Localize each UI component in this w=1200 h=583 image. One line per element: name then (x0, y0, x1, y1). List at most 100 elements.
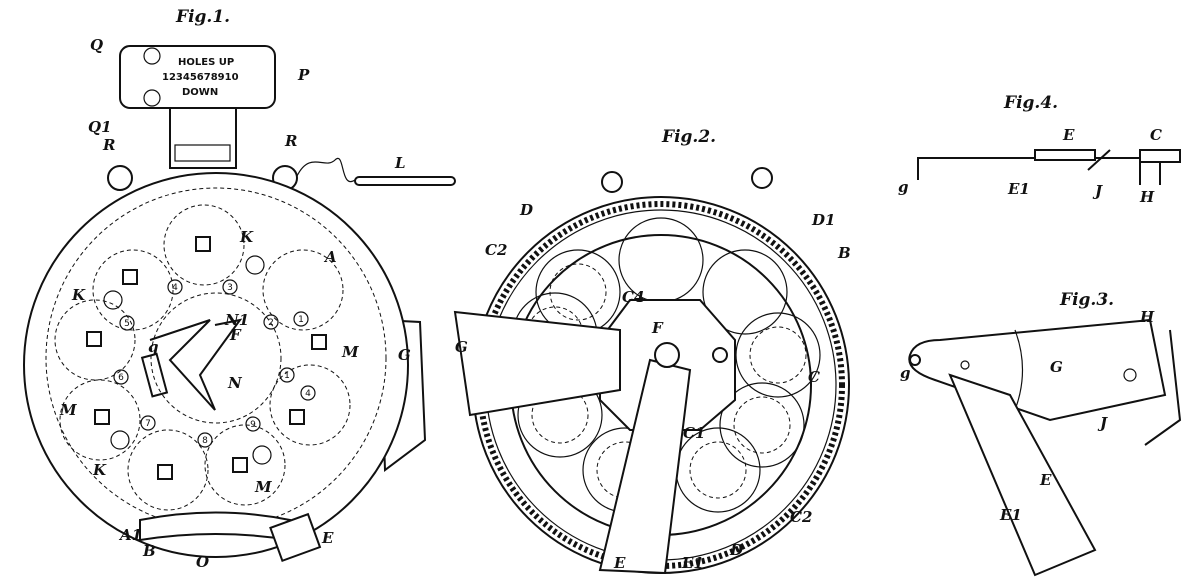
fig4-title: Fig.4. (1003, 93, 1058, 113)
part-label: 3 (227, 283, 233, 293)
part-label: K (92, 461, 107, 479)
part-label: H (1139, 188, 1155, 206)
part-label: R (102, 136, 115, 154)
part-label: J (1092, 182, 1103, 200)
lever-g (453, 310, 621, 417)
part-label: 6 (118, 373, 124, 383)
bar (917, 157, 1170, 180)
part-label: M (59, 401, 77, 419)
spring-coil (1123, 368, 1137, 382)
part-label: R (284, 132, 297, 150)
part-label: O (196, 553, 209, 571)
counter-window (143, 47, 161, 65)
part-label: 8 (202, 436, 208, 446)
pin (712, 347, 728, 363)
part-label: N1 (224, 311, 249, 329)
part-label: Q1 (88, 118, 112, 136)
fig4-labels: E C g E1 J H (898, 126, 1162, 206)
part-label: M (341, 343, 359, 361)
part-label: H (1139, 308, 1155, 326)
part-label: F (651, 319, 664, 337)
part-label: D (729, 541, 743, 559)
figure-4: Fig.4. E C g E1 J H (898, 93, 1181, 206)
part-label: 1 (284, 371, 290, 381)
part-label: 4 (172, 283, 178, 293)
part-label: E1 (1007, 180, 1030, 198)
part-label: F (229, 326, 242, 344)
slide-e (1034, 149, 1096, 161)
block-c (1139, 149, 1181, 163)
fig1-title: Fig.1. (175, 7, 230, 27)
part-label: C (1150, 126, 1162, 144)
counter-window (143, 89, 161, 107)
fig2-labels: D D1 B C2 C4 F G C C1 C2 D E E1 (455, 201, 851, 572)
part-label: M (254, 478, 272, 496)
cord (296, 157, 356, 183)
pivot-g (909, 354, 921, 366)
lever-edge (1014, 329, 1024, 411)
part-label: 1 (298, 315, 304, 325)
part-label: Q (90, 36, 103, 54)
spring-n (149, 318, 243, 411)
lever-e (948, 373, 1097, 577)
part-label: 7 (145, 419, 151, 429)
part-label: C2 (485, 241, 507, 259)
figure-3: Fig.3. H G g J E E1 (900, 290, 1182, 577)
part-label: E (613, 554, 626, 572)
spring-j (1087, 149, 1161, 185)
counter-line: DOWN (182, 87, 218, 98)
latch (140, 352, 169, 398)
part-label: G (398, 346, 411, 364)
center-dashed-circle (150, 292, 282, 424)
part-label: J (1097, 414, 1108, 432)
part-label: E1 (681, 554, 704, 572)
ring (751, 167, 773, 189)
part-label: C2 (790, 508, 812, 526)
counter-line: HOLES UP (178, 57, 234, 68)
lever-g (908, 318, 1167, 422)
part-label: g (900, 364, 911, 382)
part-label: L (394, 154, 406, 172)
part-label: D1 (811, 211, 835, 229)
part-label: 2 (268, 318, 274, 328)
part-label: g (898, 178, 909, 196)
ring (107, 165, 133, 191)
counter-line: 12345678910 (162, 72, 239, 83)
part-label: 9 (250, 420, 256, 430)
spring (174, 144, 231, 162)
part-label: B (837, 244, 851, 262)
fig1-labels: Q Q1 P R R L A K K K M M M N N1 F q G A1… (59, 36, 411, 571)
part-label: E (1039, 471, 1052, 489)
part-label: E (321, 529, 334, 547)
part-label: A1 (118, 526, 142, 544)
counter-stem (169, 107, 237, 169)
pivot (960, 360, 970, 370)
figure-1: Fig.1. HOLES UP 12345678910 DOWN 4 3 5 2… (23, 7, 456, 571)
part-label: N (227, 374, 243, 392)
part-label: P (297, 66, 310, 84)
part-label: C1 (683, 424, 705, 442)
fig2-title: Fig.2. (661, 127, 716, 147)
part-label: K (71, 286, 86, 304)
part-label: 4 (305, 389, 311, 399)
part-label: q (148, 338, 159, 356)
part-label: C4 (622, 288, 644, 306)
key-l (354, 176, 456, 186)
part-label: D (519, 201, 533, 219)
fig3-labels: H G g J E E1 (900, 308, 1155, 524)
hook (1144, 329, 1182, 446)
part-label: G (1050, 358, 1063, 376)
fig3-title: Fig.3. (1059, 290, 1114, 310)
part-label: B (142, 542, 156, 560)
number-markers: 4 3 5 2 1 6 1 4 7 8 9 (113, 279, 316, 448)
chambers (54, 204, 351, 511)
part-label: K (239, 228, 254, 246)
pivot-screw (654, 342, 680, 368)
tab-e (269, 512, 322, 563)
case-circle (23, 172, 409, 558)
part-label: 5 (124, 319, 130, 329)
part-label: E (1062, 126, 1075, 144)
part-label: A (323, 248, 337, 266)
part-label: G (455, 338, 468, 356)
